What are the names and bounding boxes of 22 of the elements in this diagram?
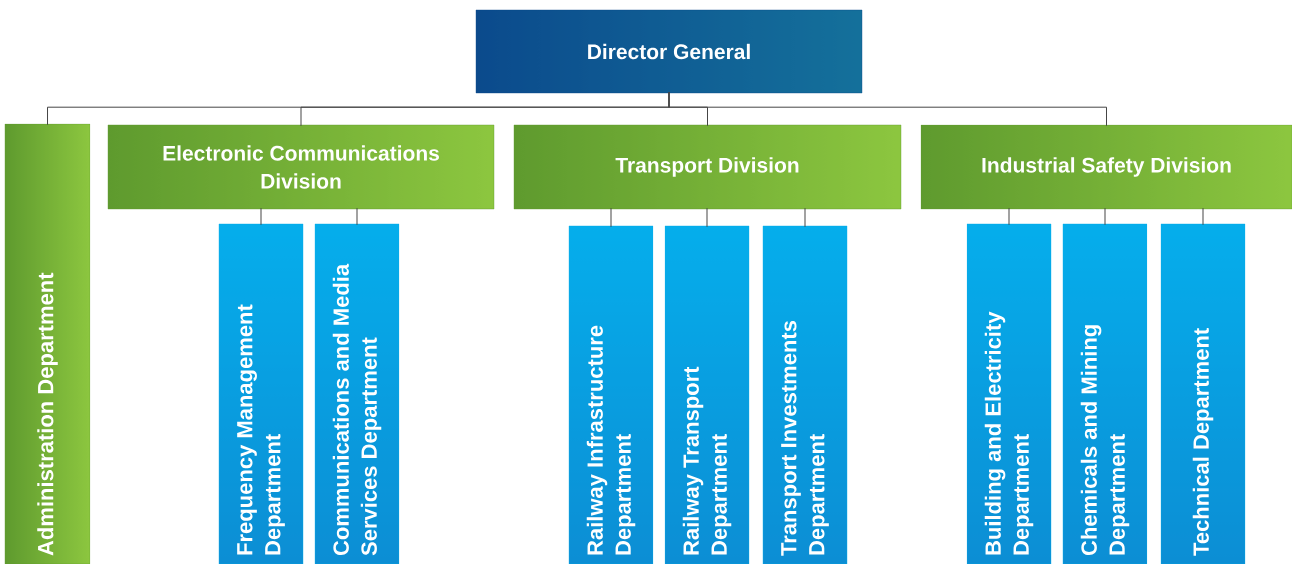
division-box: Transport Division bbox=[513, 124, 902, 210]
connector-line bbox=[260, 207, 262, 226]
connector-line bbox=[1202, 207, 1204, 226]
department-box: Communications and Media Services Department bbox=[314, 223, 400, 564]
connector-line bbox=[356, 207, 358, 226]
director-box: Director General bbox=[475, 9, 863, 94]
connector-line bbox=[668, 91, 1107, 127]
department-box: Chemicals and Mining Department bbox=[1062, 223, 1148, 564]
division-box: Electronic Communications Division bbox=[107, 124, 495, 210]
connector-line bbox=[1104, 207, 1106, 226]
connector-line bbox=[706, 207, 708, 228]
division-box: Industrial Safety Division bbox=[920, 124, 1292, 210]
department-box: Railway Infrastructure Department bbox=[568, 225, 654, 564]
connector-line bbox=[1008, 207, 1010, 226]
division-box: Administration Department bbox=[4, 123, 91, 564]
department-box: Technical Department bbox=[1160, 223, 1246, 564]
department-box: Frequency Management Department bbox=[218, 223, 304, 564]
department-box: Building and Electricity Department bbox=[966, 223, 1052, 564]
department-box: Railway Transport Department bbox=[664, 225, 750, 564]
connector-line bbox=[610, 207, 612, 228]
connector-line bbox=[804, 207, 806, 228]
department-box: Transport Investments Department bbox=[762, 225, 848, 564]
